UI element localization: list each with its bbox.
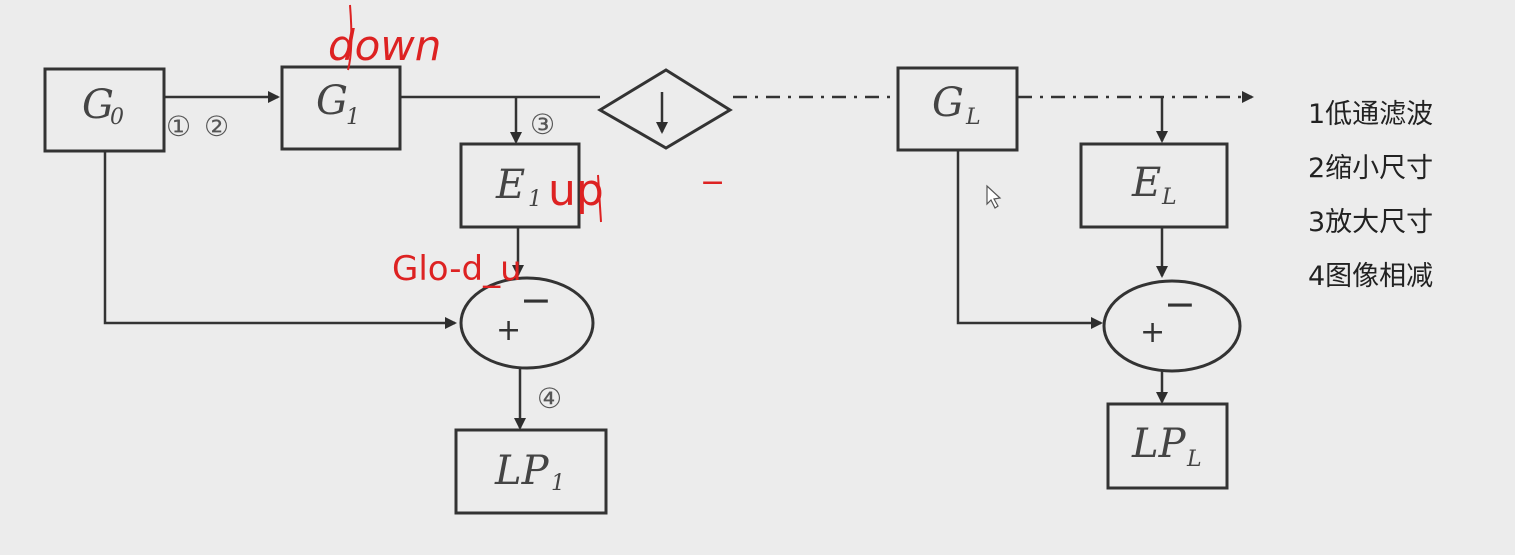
svg-text:L: L — [965, 105, 981, 130]
svg-text:1: 1 — [528, 187, 542, 212]
svg-text:L: L — [1161, 185, 1177, 210]
minus-sign: − — [520, 278, 552, 322]
annotation-down: down — [328, 21, 441, 70]
svg-text:1: 1 — [551, 471, 565, 496]
step-3-marker: ③ — [530, 108, 555, 141]
box-g0: G 0 — [43, 67, 166, 153]
annotation-formula: Glo-d_u — [392, 249, 522, 289]
minus-sign: − — [1164, 282, 1196, 326]
svg-text:G: G — [932, 80, 964, 126]
svg-text:E: E — [1131, 160, 1161, 206]
subtractor-1: + − — [459, 276, 595, 370]
plus-sign: + — [1140, 315, 1165, 350]
subtractor-l: + − — [1102, 279, 1242, 373]
arrow-g0-to-subtractor — [103, 150, 457, 329]
svg-text:G: G — [82, 82, 114, 128]
svg-text:LP: LP — [1131, 421, 1187, 467]
legend-item-lowpass: 1低通滤波 — [1308, 99, 1434, 130]
step-2-marker: ② — [204, 110, 229, 143]
downsample-diamond — [597, 68, 733, 150]
box-lp1: LP 1 — [454, 428, 608, 515]
box-gl: G L — [896, 66, 1019, 152]
step-4-marker: ④ — [537, 382, 562, 415]
svg-text:0: 0 — [110, 105, 124, 130]
annotation-up: up — [548, 165, 604, 216]
arrow-gl-to-subtractor — [956, 150, 1103, 329]
svg-text:LP: LP — [494, 448, 550, 494]
steps-legend: 1低通滤波 2缩小尺寸 3放大尺寸 4图像相减 — [1308, 88, 1433, 304]
legend-item-downsize: 2缩小尺寸 — [1308, 153, 1434, 184]
plus-sign: + — [496, 313, 521, 348]
svg-text:L: L — [1186, 447, 1202, 472]
box-e1: E 1 — [459, 142, 581, 229]
handwritten-annotations: down up − Glo-d_u — [328, 4, 725, 289]
annotation-minus: − — [700, 165, 725, 200]
svg-text:1: 1 — [346, 105, 360, 130]
box-g1: G 1 — [280, 65, 402, 151]
box-lpl: LP L — [1106, 402, 1229, 490]
connector-lines — [103, 91, 1254, 430]
svg-text:E: E — [495, 162, 525, 208]
box-el: E L — [1079, 142, 1229, 229]
svg-text:G: G — [316, 78, 348, 124]
legend-item-upsize: 3放大尺寸 — [1308, 207, 1434, 238]
step-1-marker: ① — [166, 110, 191, 143]
legend-item-subtract: 4图像相减 — [1308, 261, 1434, 292]
mouse-cursor-icon — [986, 184, 1002, 209]
